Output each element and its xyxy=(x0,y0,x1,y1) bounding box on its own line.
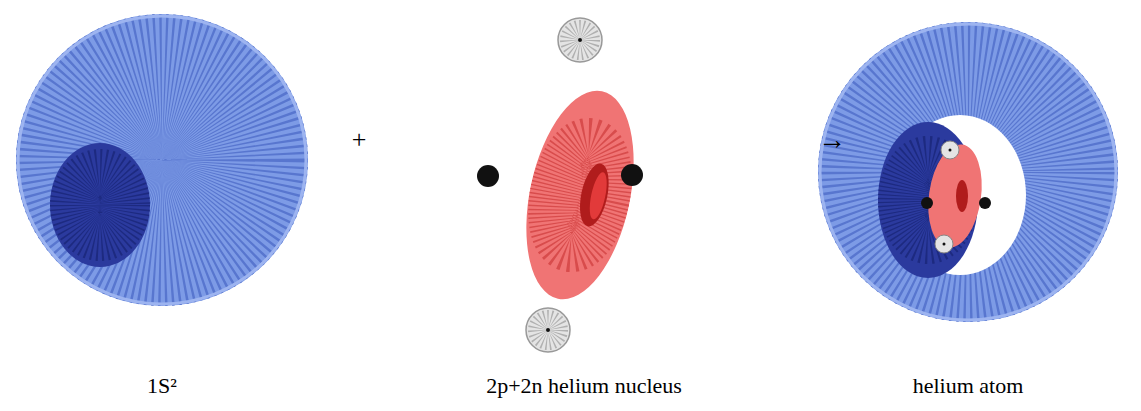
reaction-arrow: → xyxy=(818,124,846,156)
shell-label: 1S² xyxy=(147,373,177,399)
plus-sign: + xyxy=(352,125,367,155)
helium-nucleus xyxy=(477,18,651,352)
electron-shell xyxy=(16,14,308,306)
atom-label: helium atom xyxy=(913,373,1024,399)
nucleus-label: 2p+2n helium nucleus xyxy=(486,373,682,399)
helium-atom xyxy=(818,22,1118,322)
